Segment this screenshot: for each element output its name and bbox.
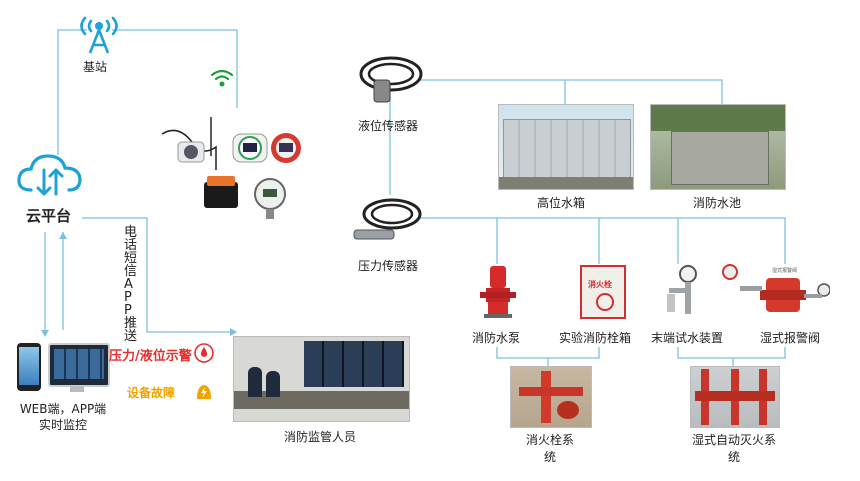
hydrant-sign: 消火栓	[588, 280, 612, 289]
wifi-icon	[210, 69, 234, 87]
web-app-label: WEB端，APP端 实时监控	[8, 401, 118, 433]
pressure-sensor-image	[353, 198, 422, 240]
tower-icon	[80, 16, 118, 54]
staff-label: 消防监管人员	[284, 430, 357, 444]
phone-image	[17, 343, 41, 391]
web-app-label-line2: 实时监控	[38, 418, 87, 432]
hydrant-system-image	[510, 366, 592, 428]
wet-system-image	[690, 366, 780, 428]
hydrant-box-image: 消火栓	[580, 265, 626, 319]
wet-alarm-valve-image: 湿式报警阀	[722, 264, 830, 312]
monitor-stand	[70, 386, 84, 392]
end-test-device-image	[667, 265, 697, 314]
level-sensor-label: 液位传感器	[358, 119, 419, 133]
high-tank-label: 高位水箱	[537, 196, 586, 210]
alarm-pressure-label: 压力/液位示警	[109, 349, 192, 364]
cloud-platform-label: 云平台	[26, 207, 72, 225]
monitor-image	[48, 343, 110, 387]
notify-label: 电话短信APP推送	[124, 225, 138, 344]
pump-label: 消防水泵	[472, 331, 521, 345]
sensor-devices	[161, 117, 301, 219]
alarm-icon	[194, 343, 214, 363]
hydrant-system-label-line1: 消火栓系	[525, 433, 574, 447]
svg-text:湿式报警阀: 湿式报警阀	[772, 267, 797, 274]
hydrant-box-label: 实验消防栓箱	[559, 331, 632, 345]
pool-label: 消防水池	[693, 196, 742, 210]
pool-image	[650, 104, 786, 190]
lightning-icon	[197, 385, 211, 399]
monitoring-room-image	[233, 336, 410, 422]
wet-valve-label: 湿式报警阀	[760, 331, 821, 345]
hydrant-system-label-line2: 统	[543, 450, 556, 464]
fire-pump-image	[480, 266, 516, 318]
hydrant-system-label: 消火栓系 统	[520, 432, 580, 466]
pressure-sensor-label: 压力传感器	[358, 259, 419, 273]
wet-system-label: 湿式自动灭火系 统	[686, 432, 782, 466]
level-sensor-image	[359, 56, 423, 103]
base-station-label: 基站	[83, 60, 108, 74]
cloud-icon	[17, 154, 82, 196]
high-tank-image	[498, 104, 634, 190]
alarm-fault-label: 设备故障	[127, 386, 176, 400]
wet-system-label-line1: 湿式自动灭火系	[691, 433, 776, 447]
end-test-label: 末端试水装置	[651, 331, 724, 345]
web-app-label-line1: WEB端，APP端	[19, 402, 107, 416]
wet-system-label-line2: 统	[727, 450, 740, 464]
